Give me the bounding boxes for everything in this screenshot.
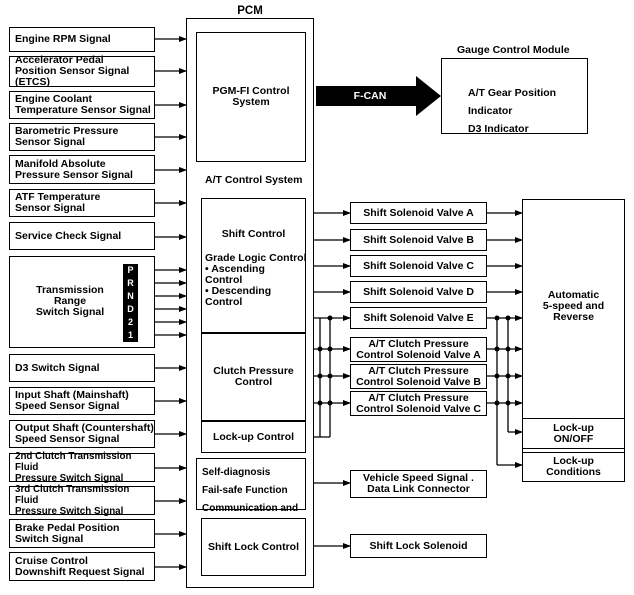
shift-lock-control-box: Shift Lock Control bbox=[201, 518, 306, 576]
fcan-label: F-CAN bbox=[353, 90, 387, 102]
solenoid-label: Shift Solenoid Valve A bbox=[363, 206, 474, 219]
input-label: Output Shaft (Countershaft) Speed Sensor… bbox=[15, 422, 154, 445]
shift-lock-solenoid-box: Shift Lock Solenoid bbox=[350, 534, 487, 558]
shift-solenoid-b: Shift Solenoid Valve B bbox=[350, 229, 487, 251]
vehicle-speed-signal-box: Vehicle Speed Signal . Data Link Connect… bbox=[350, 470, 487, 498]
at-control-label: A/T Control System bbox=[205, 174, 303, 186]
input-mainshaft: Input Shaft (Mainshaft) Speed Sensor Sig… bbox=[9, 387, 155, 415]
shift-solenoid-e: Shift Solenoid Valve E bbox=[350, 307, 487, 329]
input-label: 2nd Clutch Transmission Fluid Pressure S… bbox=[15, 451, 132, 484]
solenoid-label: Shift Solenoid Valve B bbox=[363, 233, 474, 246]
shift-solenoid-a: Shift Solenoid Valve A bbox=[350, 202, 487, 224]
solenoid-label: Shift Solenoid Valve C bbox=[363, 259, 474, 272]
range-d-box: D bbox=[123, 303, 138, 316]
gauge-title: Gauge Control Module bbox=[457, 44, 570, 56]
input-engine-rpm: Engine RPM Signal bbox=[9, 27, 155, 52]
input-cruise-control: Cruise Control Downshift Request Signal bbox=[9, 552, 155, 581]
shift-solenoid-d: Shift Solenoid Valve D bbox=[350, 281, 487, 303]
clutch-valve-label: A/T Clutch Pressure Control Solenoid Val… bbox=[356, 391, 481, 415]
input-countershaft: Output Shaft (Countershaft) Speed Sensor… bbox=[9, 420, 155, 448]
gauge-control-module-box: A/T Gear Position Indicator D3 Indicator bbox=[441, 58, 588, 135]
range-1-box: 1 bbox=[123, 329, 138, 342]
range-p-box: P bbox=[123, 264, 138, 277]
lockup-conditions-box: Lock-up Conditions bbox=[522, 452, 625, 482]
input-2nd-clutch: 2nd Clutch Transmission Fluid Pressure S… bbox=[9, 451, 155, 484]
automatic-label: Automatic 5-speed and Reverse bbox=[542, 289, 605, 323]
input-coolant: Engine Coolant Temperature Sensor Signal bbox=[9, 91, 155, 119]
vss-label: Vehicle Speed Signal . Data Link Connect… bbox=[363, 472, 474, 495]
clutch-pressure-box: Clutch Pressure Control bbox=[201, 333, 306, 421]
input-label: Manifold Absolute Pressure Sensor Signal bbox=[15, 157, 133, 181]
clutch-valve-a: A/T Clutch Pressure Control Solenoid Val… bbox=[350, 337, 487, 362]
input-label: Cruise Control Downshift Request Signal bbox=[15, 554, 145, 578]
input-label: Accelerator Pedal Position Sensor Signal… bbox=[15, 54, 130, 88]
clutch-valve-b: A/T Clutch Pressure Control Solenoid Val… bbox=[350, 364, 487, 389]
input-label: Service Check Signal bbox=[15, 229, 122, 242]
lockup-onoff-box: Lock-up ON/OFF bbox=[522, 418, 625, 449]
shift-lock-solenoid-label: Shift Lock Solenoid bbox=[369, 539, 468, 552]
self-diag-box: Self-diagnosis Fail-safe Function Commun… bbox=[196, 458, 306, 532]
clutch-valve-label: A/T Clutch Pressure Control Solenoid Val… bbox=[356, 337, 481, 361]
fcan-arrow bbox=[316, 76, 441, 116]
clutch-valve-c: A/T Clutch Pressure Control Solenoid Val… bbox=[350, 391, 487, 416]
input-atf-temp: ATF Temperature Sensor Signal bbox=[9, 189, 155, 217]
gauge-body-label: A/T Gear Position Indicator D3 Indicator bbox=[468, 87, 557, 135]
clutch-valve-label: A/T Clutch Pressure Control Solenoid Val… bbox=[356, 364, 481, 388]
input-label: ATF Temperature Sensor Signal bbox=[15, 191, 101, 214]
grade-logic-label: Grade Logic Control • Ascending Control … bbox=[205, 252, 307, 308]
lockup-onoff-label: Lock-up ON/OFF bbox=[553, 421, 594, 445]
range-2-box: 2 bbox=[123, 316, 138, 329]
input-label: Engine RPM Signal bbox=[15, 33, 111, 45]
input-accelerator: Accelerator Pedal Position Sensor Signal… bbox=[9, 54, 155, 88]
clutch-pressure-label: Clutch Pressure Control bbox=[213, 365, 294, 388]
solenoid-label: Shift Solenoid Valve E bbox=[363, 311, 474, 324]
shift-control-label: Shift Control bbox=[221, 228, 286, 240]
input-label: Barometric Pressure Sensor Signal bbox=[15, 125, 119, 148]
shift-control-box bbox=[201, 198, 306, 333]
input-barometric: Barometric Pressure Sensor Signal bbox=[9, 123, 155, 151]
pgm-fi-box: PGM-FI Control System bbox=[196, 32, 306, 162]
lockup-conditions-label: Lock-up Conditions bbox=[546, 455, 601, 478]
solenoid-label: Shift Solenoid Valve D bbox=[363, 285, 474, 298]
input-label: Input Shaft (Mainshaft) Speed Sensor Sig… bbox=[15, 389, 129, 412]
pcm-title: PCM bbox=[237, 5, 263, 17]
range-switch-label: Transmission Range Switch Signal bbox=[35, 284, 105, 318]
shift-lock-control-label: Shift Lock Control bbox=[208, 540, 299, 553]
lockup-control-label: Lock-up Control bbox=[212, 430, 295, 443]
input-d3-switch: D3 Switch Signal bbox=[9, 354, 155, 382]
input-service-check: Service Check Signal bbox=[9, 222, 155, 250]
input-label: Engine Coolant Temperature Sensor Signal bbox=[15, 93, 151, 116]
lockup-control-box: Lock-up Control bbox=[201, 421, 306, 453]
range-n-box: N bbox=[123, 290, 138, 303]
input-map: Manifold Absolute Pressure Sensor Signal bbox=[9, 155, 155, 184]
input-3rd-clutch: 3rd Clutch Transmission Fluid Pressure S… bbox=[9, 484, 155, 517]
input-label: D3 Switch Signal bbox=[15, 361, 100, 374]
input-label: Brake Pedal Position Switch Signal bbox=[15, 521, 120, 545]
pgm-fi-label: PGM-FI Control System bbox=[212, 85, 290, 108]
range-r-box: R bbox=[123, 277, 138, 290]
shift-solenoid-c: Shift Solenoid Valve C bbox=[350, 255, 487, 277]
input-brake-pedal: Brake Pedal Position Switch Signal bbox=[9, 519, 155, 548]
input-label: 3rd Clutch Transmission Fluid Pressure S… bbox=[15, 484, 130, 517]
